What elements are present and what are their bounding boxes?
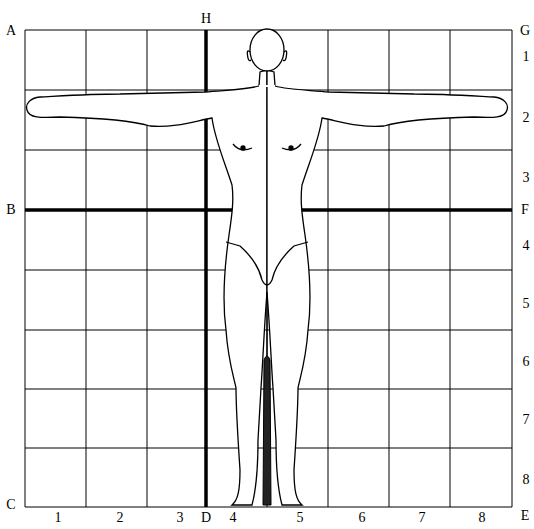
grid-lines [25, 30, 512, 507]
grid-label: 2 [523, 111, 530, 125]
grid-label: F [521, 203, 529, 217]
grid-label: 5 [523, 297, 530, 311]
grid-label: 3 [177, 511, 184, 525]
grid-label: A [6, 24, 16, 38]
grid-label: 4 [230, 511, 237, 525]
grid-label: D [201, 511, 211, 525]
grid-label: 8 [523, 473, 530, 487]
grid-label: 2 [117, 511, 124, 525]
grid-label: 1 [55, 511, 62, 525]
grid-label: G [520, 24, 530, 38]
grid-label: 5 [297, 511, 304, 525]
grid-label: 6 [523, 355, 530, 369]
grid-label: C [6, 498, 15, 512]
axis-lines [25, 30, 512, 507]
grid-label: 1 [523, 50, 530, 64]
grid-label: 7 [419, 511, 426, 525]
human-figure [27, 29, 508, 505]
grid-label: 6 [359, 511, 366, 525]
grid-label: H [201, 12, 211, 26]
grid-label: E [521, 509, 530, 523]
grid-label: 7 [523, 413, 530, 427]
grid-label: 3 [523, 171, 530, 185]
grid-label: 4 [523, 239, 530, 253]
grid-label: B [6, 203, 15, 217]
grid-label: 8 [479, 511, 486, 525]
